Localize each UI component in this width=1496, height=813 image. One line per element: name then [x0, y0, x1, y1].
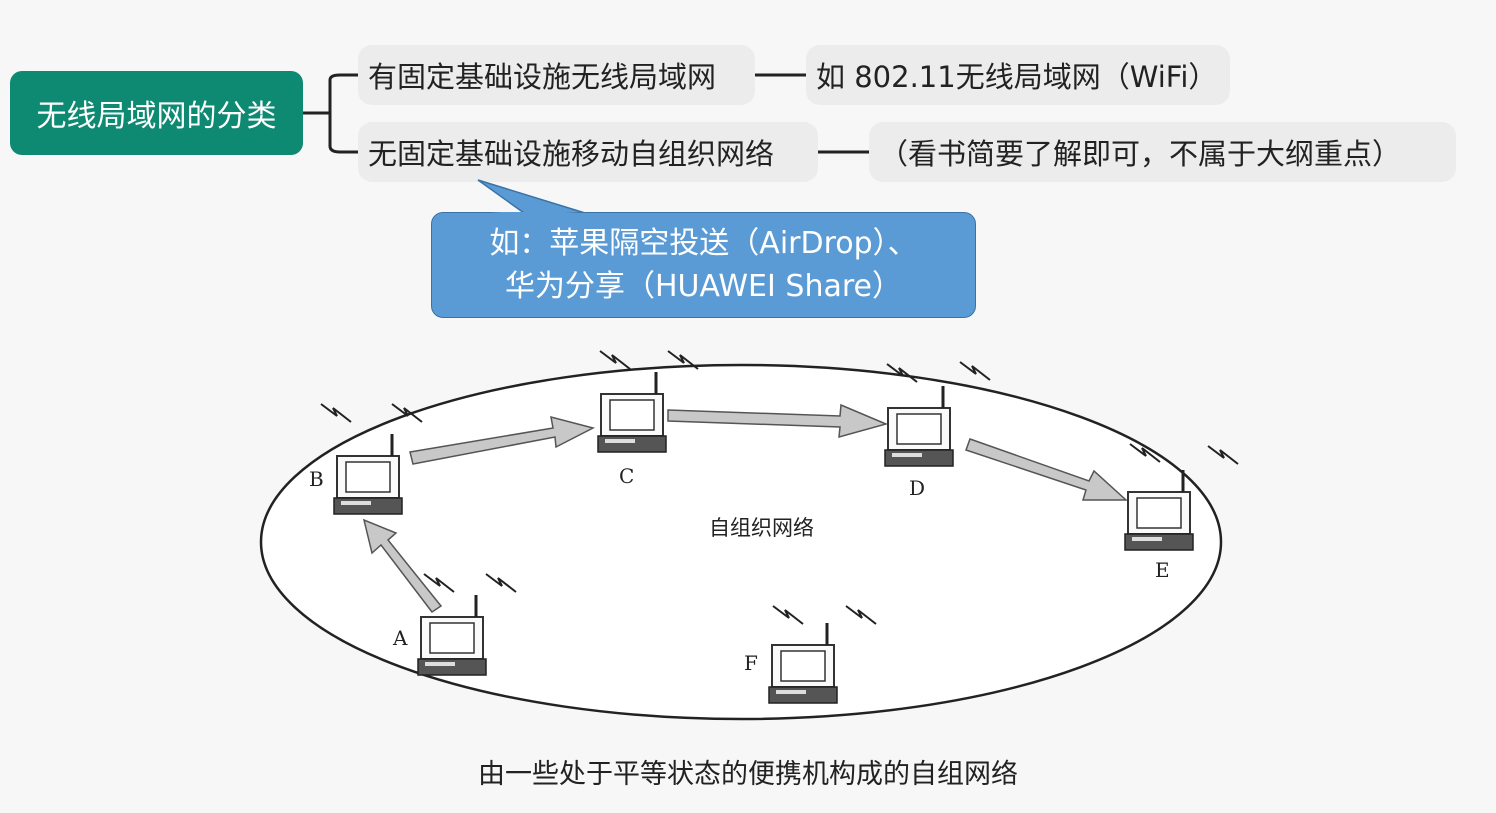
node-label-e: E: [1155, 558, 1170, 582]
branch-fixed-infrastructure[interactable]: 有固定基础设施无线局域网: [358, 45, 755, 105]
node-label-b: B: [309, 467, 324, 491]
mindmap-root-label: 无线局域网的分类: [36, 99, 277, 134]
root-bracket: [303, 73, 360, 154]
mindmap-root[interactable]: 无线局域网的分类: [10, 71, 303, 155]
callout-line-2: 华为分享（HUAWEI Share）: [505, 269, 902, 304]
arrow-c-to-d: [667, 403, 889, 439]
branch-fixed-infrastructure-label: 有固定基础设施无线局域网: [368, 60, 717, 94]
branch-adhoc-network-label: 无固定基础设施移动自组织网络: [368, 137, 775, 171]
branch-adhoc-network[interactable]: 无固定基础设施移动自组织网络: [358, 122, 818, 182]
node-label-c: C: [619, 464, 634, 488]
note-wifi-label: 如 802.11无线局域网（WiFi）: [816, 60, 1218, 94]
arrow-d-to-e: [965, 438, 1128, 501]
network-center-label: 自组织网络: [709, 516, 814, 540]
arrow-b-to-c: [409, 415, 596, 465]
arrow-a-to-b: [362, 518, 443, 614]
node-label-f: F: [744, 651, 758, 675]
node-label-a: A: [392, 626, 408, 650]
note-wifi[interactable]: 如 802.11无线局域网（WiFi）: [806, 45, 1230, 105]
callout-line-1: 如：苹果隔空投送（AirDrop）、: [489, 226, 918, 261]
diagram-caption: 由一些处于平等状态的便携机构成的自组网络: [478, 759, 1018, 790]
node-label-d: D: [909, 476, 925, 500]
note-reading-hint-label: （看书简要了解即可，不属于大纲重点）: [879, 137, 1402, 171]
note-reading-hint[interactable]: （看书简要了解即可，不属于大纲重点）: [869, 122, 1456, 182]
callout-examples[interactable]: 如：苹果隔空投送（AirDrop）、 华为分享（HUAWEI Share）: [431, 212, 976, 318]
